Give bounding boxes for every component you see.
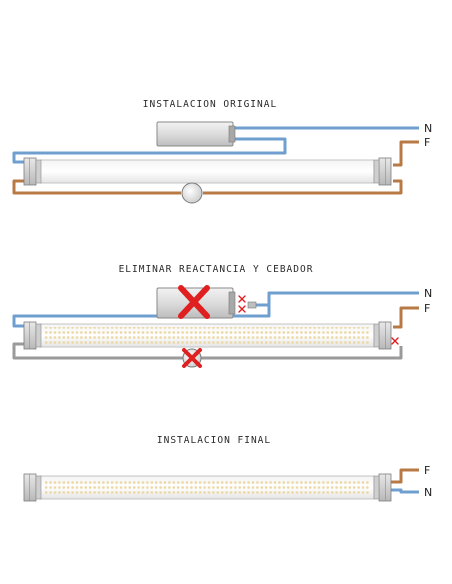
- phase-wire-original: [12, 140, 419, 195]
- neutral-wire-remove: [12, 291, 419, 328]
- remove-starter-mark: [182, 348, 202, 368]
- section-remove: ELIMINAR REACTANCIA Y CEBADOR: [12, 264, 432, 368]
- remove-ballast-mark: [178, 285, 210, 319]
- neutral-wire-final: [391, 488, 419, 494]
- tube-cap-right-original: [373, 157, 392, 186]
- phase-wire-final: [391, 468, 419, 484]
- wire-label-n-original: N: [424, 122, 432, 135]
- tube-cap-right-final: [373, 473, 392, 502]
- wire-label-n-remove: N: [424, 287, 432, 300]
- neutral-wire-original: [12, 126, 419, 164]
- led-tube-final: [39, 475, 375, 500]
- section-title-final: INSTALACION FINAL: [157, 435, 271, 446]
- wire-label-f-original: F: [424, 136, 430, 149]
- wire-label-f-remove: F: [424, 302, 430, 315]
- section-original: INSTALACION ORIGINAL: [12, 99, 432, 204]
- tube-cap-right-remove: [373, 321, 392, 350]
- bridge-wire-remove: [12, 342, 403, 360]
- wire-label-n-final: N: [424, 486, 432, 499]
- ballast-original: [156, 121, 236, 147]
- tube-cap-left-original: [23, 157, 42, 186]
- phase-wire-remove: [393, 306, 419, 329]
- led-tube-remove: [39, 323, 375, 348]
- fluorescent-tube-original: [39, 159, 375, 184]
- section-title-original: INSTALACION ORIGINAL: [143, 99, 277, 110]
- cut-mark-ballast-terminals: [238, 295, 246, 313]
- cut-mark-right-pin: [391, 337, 399, 345]
- tube-cap-left-final: [23, 473, 42, 502]
- starter-original: [181, 182, 203, 204]
- tube-cap-left-remove: [23, 321, 42, 350]
- wire-connector-remove: [247, 301, 257, 309]
- wire-label-f-final: F: [424, 464, 430, 477]
- section-title-remove: ELIMINAR REACTANCIA Y CEBADOR: [119, 264, 314, 275]
- section-final: INSTALACION FINAL F N: [23, 435, 432, 502]
